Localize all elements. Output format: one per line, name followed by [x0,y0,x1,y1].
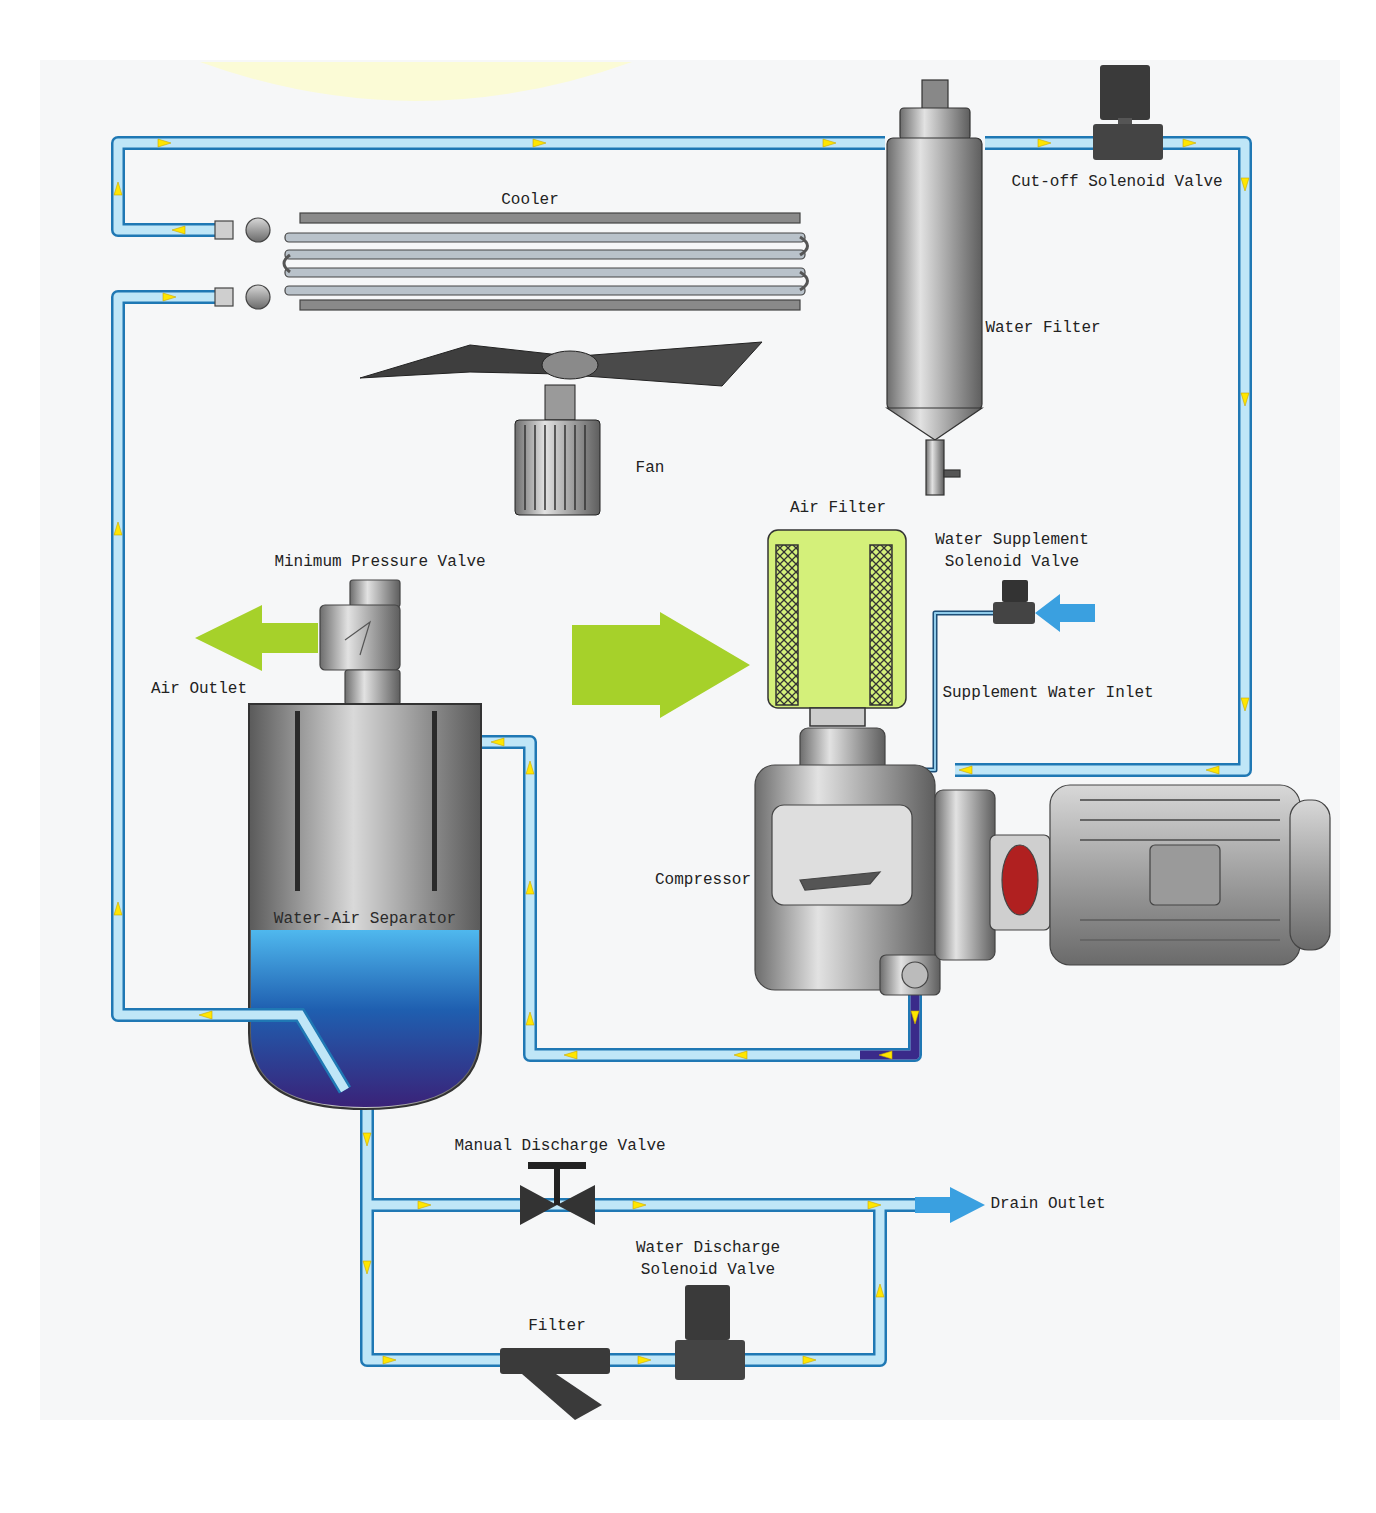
part-label: Water Supplement Solenoid Valve [927,529,1097,573]
background-panel [40,60,1340,1420]
air-flow-arrows [195,605,750,718]
pipes [118,143,1245,1360]
tank-outline [248,703,482,1110]
part-label: Cut-off Solenoid Valve [1011,171,1222,193]
fan [360,342,762,515]
part-label: Drain Outlet [990,1193,1105,1215]
part-label: Filter [528,1315,586,1337]
part-label: Manual Discharge Valve [454,1135,665,1157]
part-label: Supplement Water Inlet [942,682,1153,704]
part-label: Water Discharge Solenoid Valve [623,1237,793,1281]
compressor [755,728,1330,995]
water-supplement-valve [993,580,1095,632]
drain-components [500,1162,985,1420]
cut-off-solenoid-valve [1093,65,1163,160]
part-label: Air Outlet [151,678,247,700]
part-label: Air Filter [790,497,886,519]
separator-tank: Water-Air Separator [248,703,482,1110]
watermark-arc [200,62,632,101]
part-label: Cooler [501,189,559,211]
part-label: Fan [636,457,665,479]
part-label: Compressor [655,869,751,891]
cooler [215,213,808,310]
part-label: Water Filter [985,317,1100,339]
part-label: Minimum Pressure Valve [274,551,485,573]
air-filter [768,530,906,726]
minimum-pressure-valve [320,580,400,705]
flow-arrows [114,139,1249,1364]
water-filter [887,80,982,495]
node-label: Water-Air Separator [274,908,456,930]
